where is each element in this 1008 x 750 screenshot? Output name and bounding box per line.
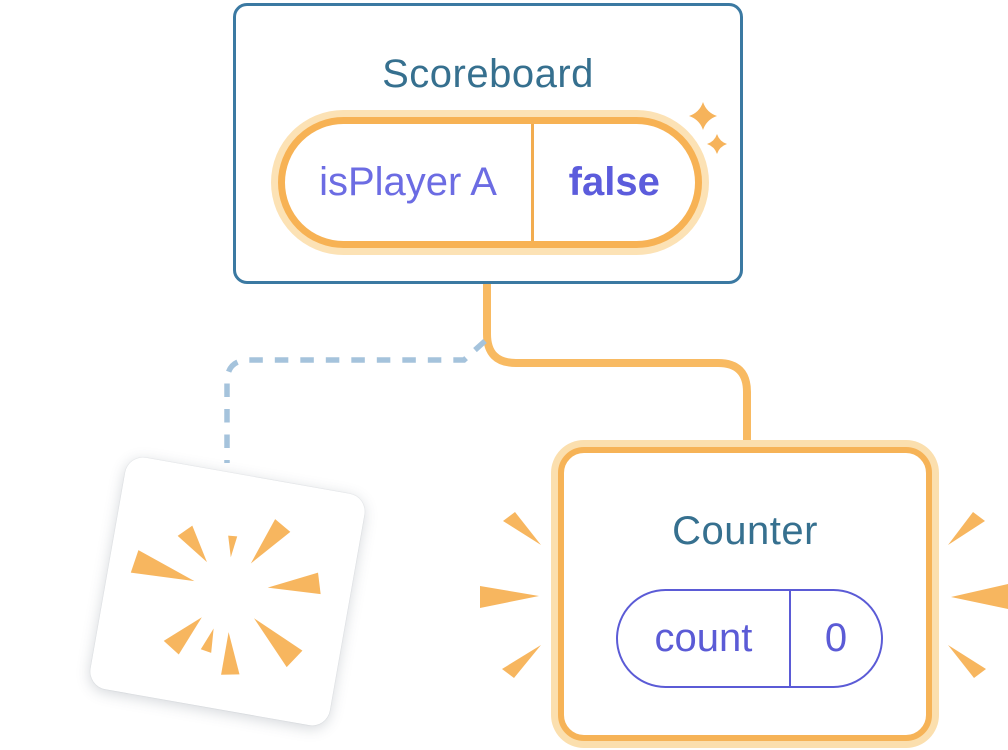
emphasis-spark-icon xyxy=(948,512,1008,678)
tree-connector-active xyxy=(483,283,751,455)
counter-card: Counter count 0 xyxy=(558,447,932,741)
state-pill-divider xyxy=(788,591,791,686)
tree-connector-removed xyxy=(224,338,487,463)
state-name: count xyxy=(654,616,753,660)
scoreboard-state-pill: isPlayer A false xyxy=(278,117,702,248)
scoreboard-card: Scoreboard isPlayer A false xyxy=(233,3,743,284)
counter-title: Counter xyxy=(672,509,818,553)
emphasis-spark-icon xyxy=(480,512,541,678)
destroyed-component-card xyxy=(87,454,368,729)
state-value: 0 xyxy=(824,616,848,660)
state-value: false xyxy=(568,160,660,204)
state-pill-divider xyxy=(531,124,534,241)
sparkle-icon xyxy=(689,102,727,154)
scoreboard-title: Scoreboard xyxy=(382,52,594,96)
state-name: isPlayer A xyxy=(319,160,497,204)
poof-burst-icon xyxy=(130,519,321,675)
counter-state-pill: count 0 xyxy=(616,589,883,688)
